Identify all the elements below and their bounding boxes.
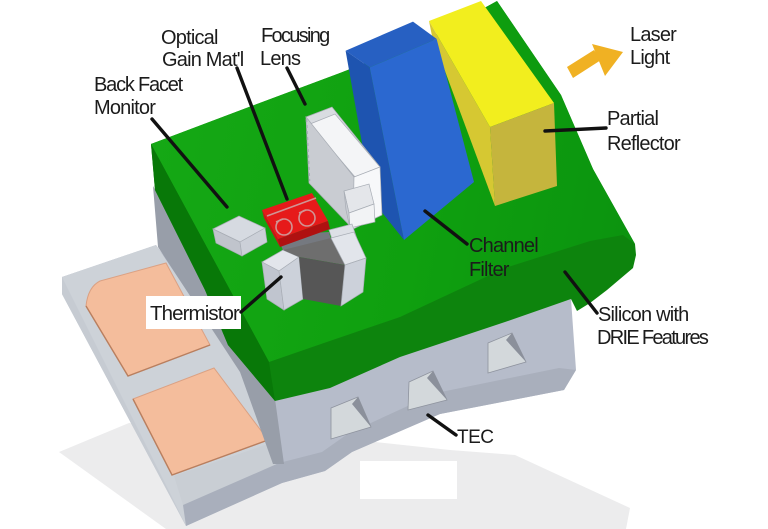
svg-text:TEC: TEC xyxy=(457,427,494,448)
svg-text:Channel: Channel xyxy=(469,235,538,257)
svg-text:Laser: Laser xyxy=(630,24,677,46)
svg-text:Focusing: Focusing xyxy=(261,25,329,47)
svg-text:Gain Mat'l: Gain Mat'l xyxy=(162,49,244,71)
svg-text:Back Facet: Back Facet xyxy=(94,74,184,96)
svg-text:Partial: Partial xyxy=(607,108,658,130)
svg-text:DRIE Features: DRIE Features xyxy=(597,327,709,349)
svg-text:Silicon with: Silicon with xyxy=(598,304,688,326)
svg-text:Monitor: Monitor xyxy=(94,97,156,119)
svg-text:Light: Light xyxy=(630,47,671,69)
svg-text:Thermistor: Thermistor xyxy=(150,302,240,325)
svg-text:Filter: Filter xyxy=(469,259,510,281)
svg-text:Optical: Optical xyxy=(161,27,218,49)
svg-text:Lens: Lens xyxy=(260,48,301,70)
svg-text:Reflector: Reflector xyxy=(607,133,681,155)
